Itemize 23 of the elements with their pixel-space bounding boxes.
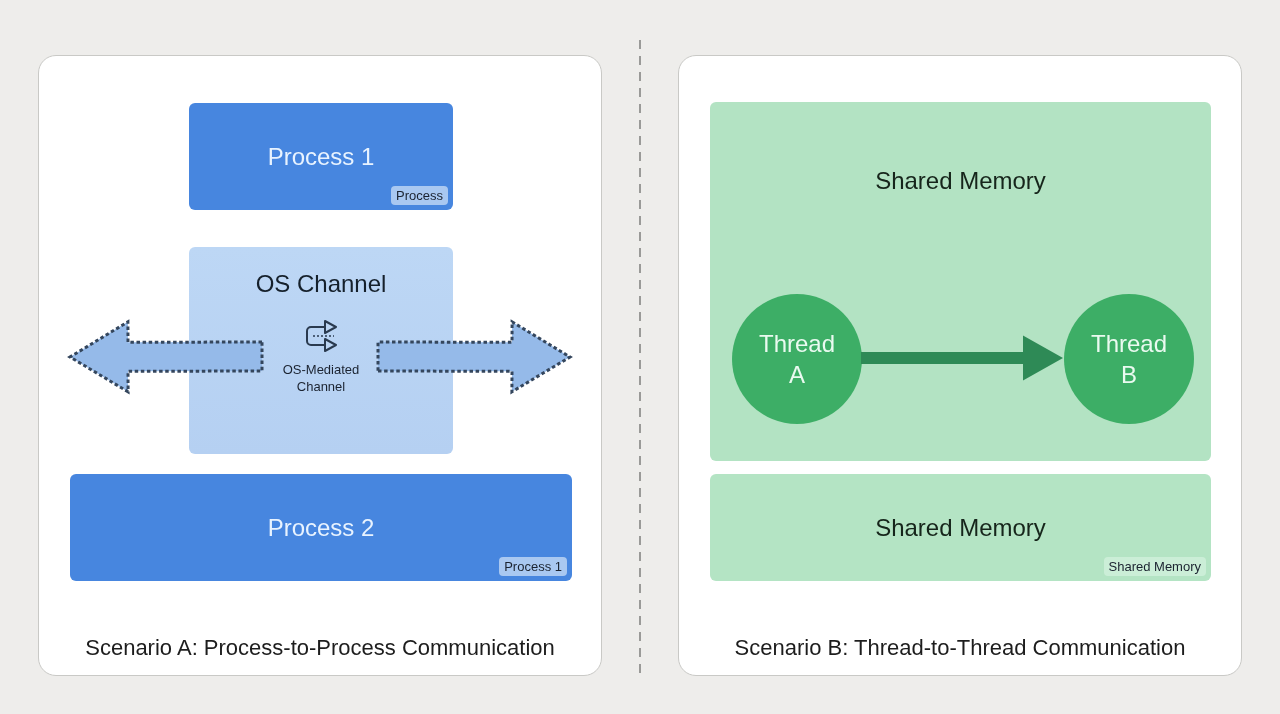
dotted-block-arrow: [67, 319, 264, 395]
thread-label: Thread A: [758, 329, 835, 390]
scenario-caption: Scenario B: Thread-to-Thread Communication: [734, 634, 1186, 662]
memory-title: Shared Memory: [875, 512, 1046, 543]
arrow: [861, 335, 1063, 381]
process-tag: Process: [391, 186, 448, 205]
process-title: Process 1: [267, 141, 375, 172]
scenario-panel: [678, 55, 1242, 676]
channel-description: OS-Mediated Channel: [281, 361, 361, 395]
process-title: Process 2: [267, 512, 375, 543]
memory-tag: Shared Memory: [1103, 557, 1206, 576]
process-tag: Process 1: [499, 557, 567, 576]
dotted-block-arrow: [376, 319, 573, 395]
process-box: [70, 474, 572, 581]
memory-title: Shared Memory: [875, 166, 1046, 196]
channel-title: OS Channel: [255, 269, 387, 299]
scenario-panel: [38, 55, 602, 676]
channel-box: [189, 247, 453, 454]
scenario-caption: Scenario A: Process-to-Process Communication: [85, 634, 555, 662]
process-box: [189, 103, 453, 210]
shared-memory-region: [710, 102, 1211, 461]
thread-label: Thread B: [1090, 329, 1167, 390]
shared-memory-box: [710, 474, 1211, 581]
